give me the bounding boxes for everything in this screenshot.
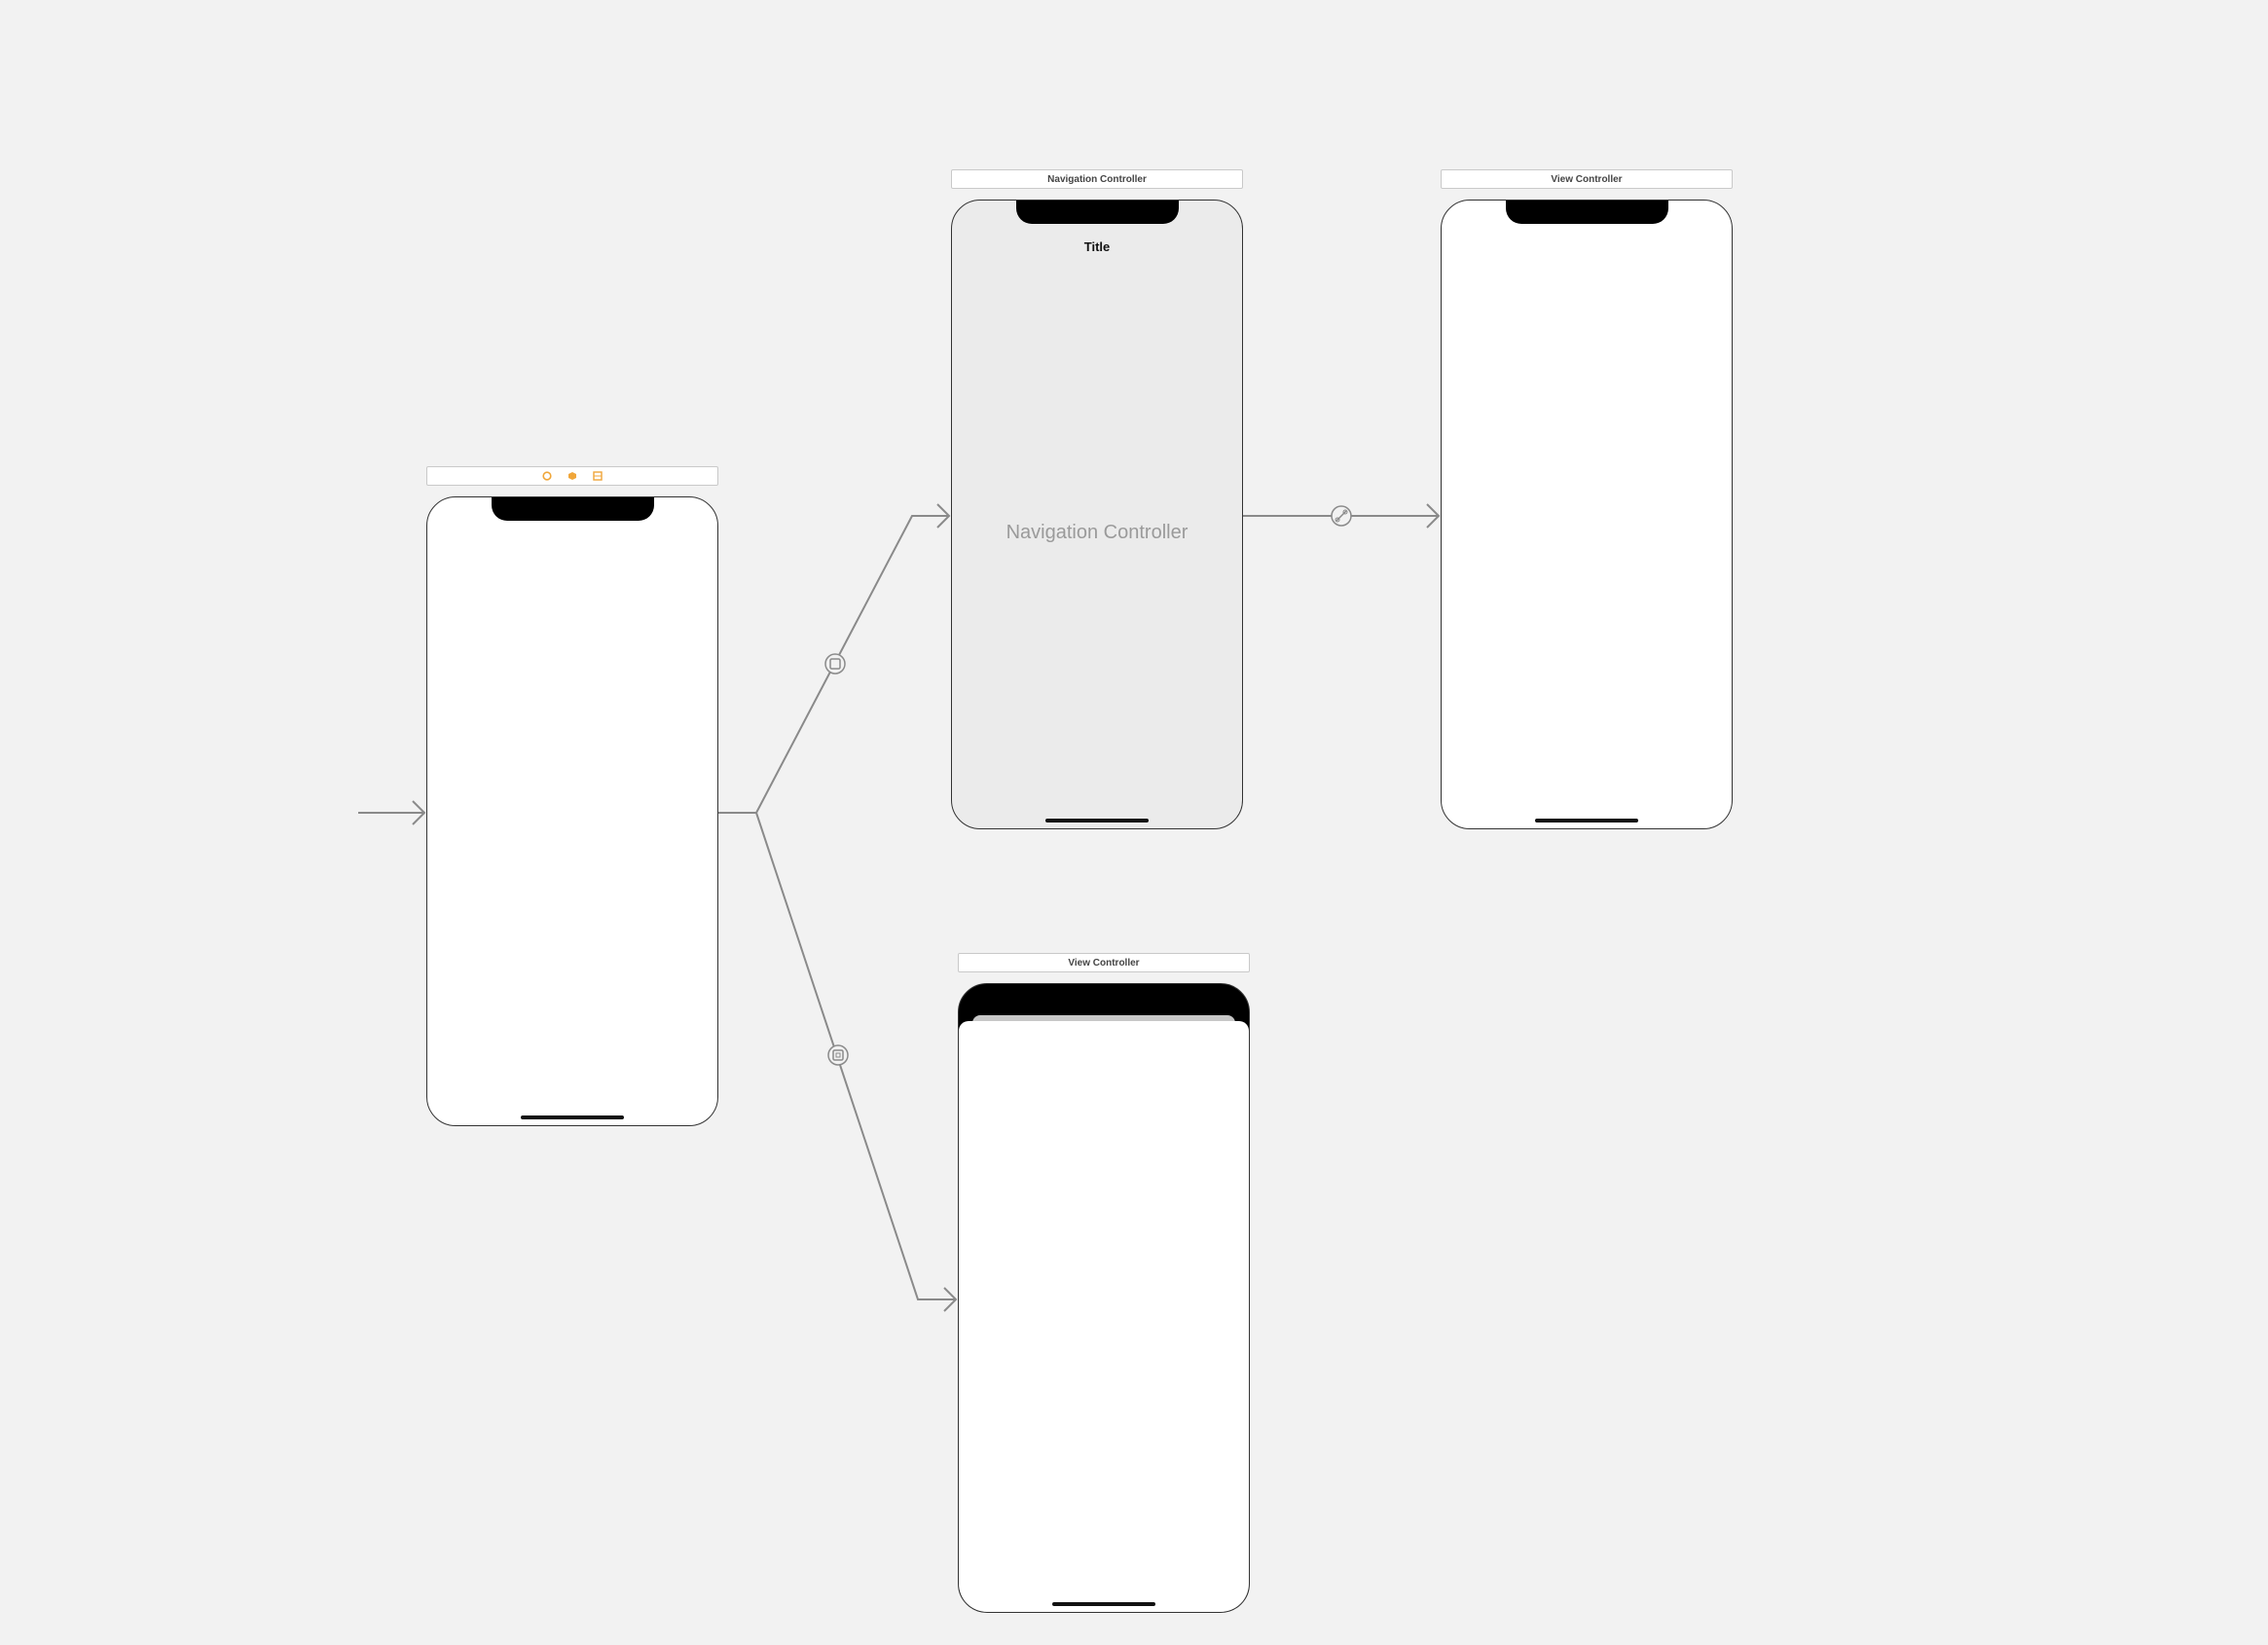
segue-root-to-modal-view-controller[interactable] (755, 812, 958, 1312)
scene-dock-root[interactable] (426, 466, 718, 486)
home-indicator (1045, 819, 1149, 822)
relationship-link-icon[interactable] (1331, 505, 1352, 527)
scene-title-bar[interactable]: Navigation Controller (951, 169, 1243, 189)
device-notch (1506, 201, 1668, 224)
device-notch (1016, 201, 1179, 224)
device-notch (492, 497, 654, 521)
entry-point-arrow[interactable] (358, 800, 426, 825)
sheet-content-card (959, 1021, 1249, 1612)
home-indicator (521, 1115, 624, 1119)
device-frame-view-controller-modal[interactable] (958, 983, 1250, 1613)
navigation-bar-title: Title (1083, 239, 1111, 254)
view-controller-icon[interactable] (542, 471, 552, 481)
first-responder-icon[interactable] (567, 471, 577, 481)
home-indicator (1052, 1602, 1155, 1606)
present-as-popover-icon[interactable] (827, 1044, 849, 1066)
scene-dock-icons (542, 471, 603, 481)
exit-icon[interactable] (593, 471, 603, 481)
scene-title-bar[interactable]: View Controller (1441, 169, 1733, 189)
device-frame-navigation-controller[interactable]: Title Navigation Controller (951, 200, 1243, 829)
navigation-controller-placeholder-label: Navigation Controller (1006, 522, 1189, 543)
scene-title: View Controller (1551, 173, 1623, 185)
scene-title-bar[interactable]: View Controller (958, 953, 1250, 972)
present-modally-icon[interactable] (824, 653, 846, 675)
scene-title: Navigation Controller (1047, 173, 1147, 185)
scene-title: View Controller (1068, 957, 1140, 969)
device-frame-root[interactable] (426, 496, 718, 1126)
device-frame-view-controller-right[interactable] (1441, 200, 1733, 829)
home-indicator (1535, 819, 1638, 822)
